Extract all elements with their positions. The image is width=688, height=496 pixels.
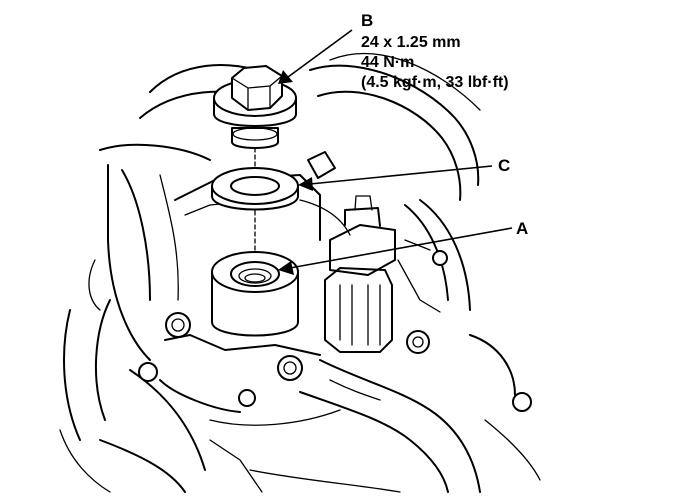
callout-a-label: A xyxy=(516,219,528,238)
leader-line-b xyxy=(287,29,353,78)
callout-b-torque-spec: 44 N·m xyxy=(361,54,414,71)
arrowhead-a xyxy=(278,261,294,275)
part-c-washer xyxy=(211,167,299,211)
leader-line-c xyxy=(309,165,493,185)
part-b-hex-bolt xyxy=(213,65,297,149)
part-a-threaded-boss xyxy=(211,251,299,337)
callout-b-torque-alt-spec: (4.5 kgf·m, 33 lbf·ft) xyxy=(361,74,509,91)
arrowhead-b xyxy=(278,70,293,84)
leader-line-a xyxy=(289,227,513,269)
callout-b-size-spec: 24 x 1.25 mm xyxy=(361,34,461,51)
callout-b-label: B xyxy=(361,11,373,30)
arrowhead-c xyxy=(298,177,313,191)
engine-background-lineart xyxy=(59,52,541,493)
callout-c-label: C xyxy=(498,156,510,175)
